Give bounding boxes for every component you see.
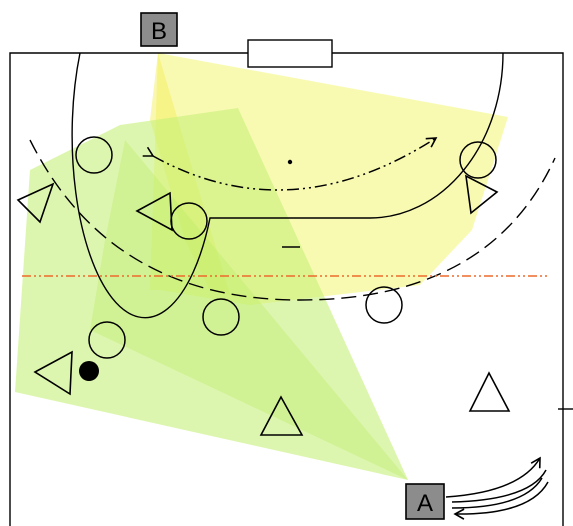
seven-meter-mark <box>287 159 293 165</box>
vision-zone-a-inner <box>90 140 408 480</box>
defender-right-wing <box>465 174 499 215</box>
marker-b-label: B <box>151 18 167 45</box>
attackers <box>75 136 497 359</box>
marker-a-label: A <box>417 490 433 517</box>
defender-left-wing <box>16 182 55 224</box>
attacker-right-back <box>365 286 403 324</box>
ball <box>79 361 99 381</box>
vision-zone-a <box>15 108 408 480</box>
goal <box>247 39 333 68</box>
attacker-left-back <box>88 321 126 359</box>
defender-center <box>259 395 304 436</box>
rotation-arrows <box>445 456 549 520</box>
attacker-center-back <box>202 298 240 336</box>
attacker-left-wing <box>75 136 113 174</box>
defenders <box>16 174 511 436</box>
marker-a: A <box>405 483 445 520</box>
movement-arrow <box>142 137 438 191</box>
goal-area-line <box>71 52 504 319</box>
coverage-zones <box>15 53 508 480</box>
attacker-right-wing <box>459 141 497 179</box>
free-throw-line <box>29 139 556 301</box>
court-lines <box>9 39 573 526</box>
defender-left-half <box>135 191 173 232</box>
defender-back-left <box>33 350 73 396</box>
marker-b: B <box>140 12 178 47</box>
defender-right <box>468 371 511 412</box>
